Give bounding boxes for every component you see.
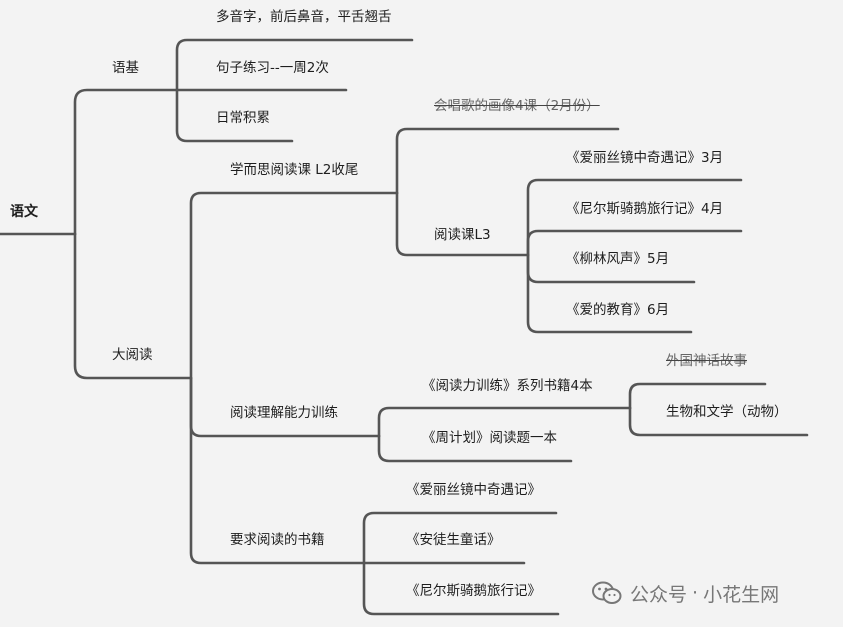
connector-dayuedu-yaoqiu <box>189 376 366 565</box>
connector-xueersi-huichangge <box>395 127 620 195</box>
connector-yuji-3 <box>175 88 294 143</box>
node-l3-4[interactable]: 《爱的教育》6月 <box>566 302 670 318</box>
node-yuji-2[interactable]: 句子练习--一周2次 <box>216 60 329 76</box>
node-dayuedu[interactable]: 大阅读 <box>112 347 153 363</box>
node-root[interactable]: 语文 <box>10 204 38 220</box>
watermark-separator: · <box>692 582 699 604</box>
node-l3-2[interactable]: 《尼尔斯骑鹅旅行记》4月 <box>566 201 724 217</box>
node-yaoqiu-2[interactable]: 《安徒生童话》 <box>406 532 501 548</box>
node-zhoujihua[interactable]: 《周计划》阅读题一本 <box>422 430 557 446</box>
node-huichangge[interactable]: 会唱歌的画像4课（2月份） <box>434 98 600 114</box>
node-yuji-1[interactable]: 多音字，前后鼻音，平舌翘舌 <box>216 9 392 25</box>
connector-yaoqiu-1 <box>362 511 558 565</box>
node-yuji[interactable]: 语基 <box>112 60 139 76</box>
connector-yaoqiu-3 <box>362 561 560 616</box>
watermark-channel: 公众号 <box>630 583 688 606</box>
connector-book-1 <box>628 382 767 410</box>
connector-book-2 <box>628 406 809 437</box>
node-l3-3[interactable]: 《柳林风声》5月 <box>566 251 670 267</box>
connector-l3-2 <box>526 229 743 257</box>
node-lijie-book[interactable]: 《阅读力训练》系列书籍4本 <box>422 378 593 394</box>
node-lijie-book-1[interactable]: 外国神话故事 <box>666 353 747 369</box>
node-yueduke-l3[interactable]: 阅读课L3 <box>434 227 491 243</box>
watermark-name: 小花生网 <box>703 583 780 606</box>
connector-l3-1 <box>526 178 743 257</box>
node-yaoqiu-1[interactable]: 《爱丽丝镜中奇遇记》 <box>406 482 541 498</box>
node-yaoqiu[interactable]: 要求阅读的书籍 <box>230 532 325 548</box>
node-yaoqiu-3[interactable]: 《尼尔斯骑鹅旅行记》 <box>406 583 541 599</box>
connector-lijie-book <box>377 406 632 438</box>
node-yuji-3[interactable]: 日常积累 <box>216 110 270 126</box>
node-xueersi[interactable]: 学而思阅读课 L2收尾 <box>230 162 359 178</box>
node-l3-1[interactable]: 《爱丽丝镜中奇遇记》3月 <box>566 150 724 166</box>
connector-yuji-1 <box>175 38 414 92</box>
wechat-icon <box>592 581 622 604</box>
watermark: 公众号 · 小花生网 <box>592 580 779 606</box>
connector-lijie-zhoujihua <box>377 434 573 463</box>
connector-xueersi-l3 <box>395 191 530 257</box>
node-lijie[interactable]: 阅读理解能力训练 <box>230 405 338 421</box>
connector-dayuedu-xueersi <box>189 191 399 380</box>
node-lijie-book-2[interactable]: 生物和文学（动物） <box>666 404 788 420</box>
connector-l3-4 <box>526 253 693 334</box>
connector-root-dayuedu <box>73 232 193 380</box>
connector-root-yuji <box>73 88 179 236</box>
